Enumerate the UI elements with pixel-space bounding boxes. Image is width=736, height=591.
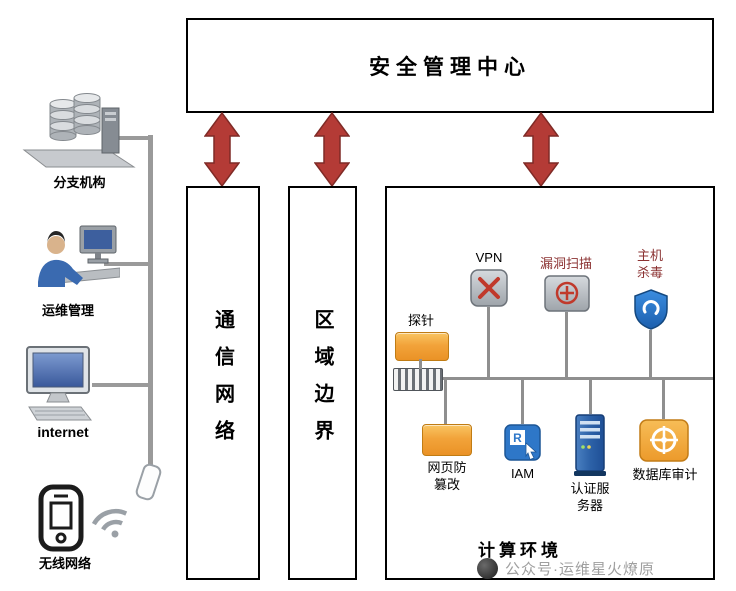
host-antivirus-label: 主机 杀毒 — [628, 247, 672, 281]
watermark: 公众号·运维星火燎原 — [477, 558, 655, 579]
ops-node-label: 运维管理 — [41, 303, 94, 318]
antivirus-shield-icon — [634, 289, 668, 330]
watermark-logo-icon — [477, 558, 498, 579]
comm-network-label: 通信网络 — [211, 309, 234, 457]
switch-icon — [393, 368, 443, 391]
auth-server-label-line1: 认证服 — [570, 481, 610, 496]
antivirus-connector — [649, 330, 652, 377]
probe-label: 探针 — [407, 313, 434, 328]
host-antivirus-label-line1: 主机 — [636, 248, 663, 263]
area-border-zone: 区域边界 — [288, 186, 357, 580]
web-tamper-label-line1: 网页防 — [427, 460, 467, 475]
mobile-wifi-icon — [38, 484, 128, 552]
iam-label: IAM — [510, 466, 535, 481]
watermark-text: 公众号·运维星火燎原 — [505, 561, 655, 578]
internet-stub-line — [92, 383, 150, 387]
web-tamper-connector — [444, 380, 447, 424]
db-audit-icon — [639, 419, 689, 462]
auth-server-connector — [589, 380, 592, 414]
comm-network-zone: 通信网络 — [186, 186, 260, 580]
auth-server-label-line2: 务器 — [576, 498, 603, 513]
branch-stub-line — [112, 136, 150, 140]
ops-stub-line — [104, 262, 150, 266]
web-tamper-label-line2: 篡改 — [433, 477, 460, 492]
probe-connector — [419, 359, 422, 369]
auth-server-icon — [574, 414, 606, 476]
vpn-label: VPN — [475, 250, 503, 265]
auth-server-label: 认证服 务器 — [560, 480, 620, 514]
vuln-scan-connector — [565, 312, 568, 377]
iam-letter: R — [513, 431, 522, 445]
operator-workstation-icon — [38, 225, 120, 287]
server-cluster-icon — [22, 93, 136, 168]
web-tamper-device-icon — [422, 424, 472, 456]
wireless-node-label: 无线网络 — [38, 556, 91, 571]
branch-node-label: 分支机构 — [53, 175, 106, 190]
vuln-scan-device-icon — [544, 275, 590, 312]
security-mgmt-center-title: 安全管理中心 — [369, 55, 531, 79]
web-tamper-label: 网页防 篡改 — [418, 459, 476, 493]
vpn-device-icon — [470, 269, 508, 307]
compute-env-label: 计算环境 — [478, 541, 562, 560]
desktop-computer-icon — [26, 346, 93, 421]
updown-arrow-compute — [523, 112, 559, 187]
internet-node-label: internet — [37, 424, 89, 440]
probe-device-icon — [395, 332, 449, 361]
left-trunk-line — [148, 135, 153, 483]
host-antivirus-label-line2: 杀毒 — [636, 265, 663, 280]
vuln-scan-label: 漏洞扫描 — [539, 256, 592, 271]
db-audit-connector — [662, 380, 665, 419]
updown-arrow-comm — [204, 112, 240, 187]
db-audit-label: 数据库审计 — [632, 467, 698, 482]
updown-arrow-border — [314, 112, 350, 187]
vpn-connector — [487, 307, 490, 377]
iam-connector — [521, 380, 524, 424]
compute-bus-line — [397, 377, 713, 380]
iam-icon: R — [504, 424, 541, 461]
security-mgmt-center-box: 安全管理中心 — [186, 18, 714, 113]
area-border-label: 区域边界 — [311, 309, 333, 457]
